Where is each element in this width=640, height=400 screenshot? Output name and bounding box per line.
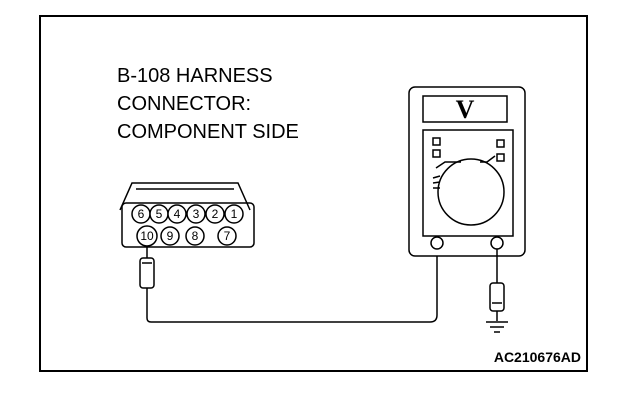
meter-tick-1 bbox=[432, 175, 441, 179]
connector-label: B-108 HARNESS CONNECTOR: COMPONENT SIDE bbox=[117, 62, 299, 146]
pin-9: 9 bbox=[160, 226, 180, 246]
pin-8-label: 8 bbox=[192, 229, 199, 243]
harness-connector bbox=[119, 182, 255, 248]
connector-label-line-3: COMPONENT SIDE bbox=[117, 121, 299, 143]
connector-face bbox=[121, 202, 255, 248]
pin-row-top: 6 5 4 3 2 1 bbox=[131, 204, 244, 224]
pin-3-label: 3 bbox=[193, 207, 200, 221]
pin-1-label: 1 bbox=[231, 207, 238, 221]
pin-10-label: 10 bbox=[140, 229, 154, 243]
multimeter bbox=[408, 86, 526, 257]
pin-7-label: 7 bbox=[224, 229, 231, 243]
pin-4-label: 4 bbox=[174, 207, 181, 221]
meter-dial bbox=[437, 158, 505, 226]
pin-2: 2 bbox=[205, 204, 225, 224]
ground-probe bbox=[489, 249, 505, 321]
probe-pin-10 bbox=[139, 246, 155, 289]
pin-5-label: 5 bbox=[156, 207, 163, 221]
pin-8: 8 bbox=[185, 226, 205, 246]
meter-button-right-2 bbox=[496, 153, 505, 162]
pin-9-label: 9 bbox=[167, 229, 174, 243]
meter-jack-volt bbox=[490, 236, 504, 250]
meter-jack-com bbox=[430, 236, 444, 250]
ground-icon bbox=[486, 321, 508, 333]
test-lead-wire bbox=[146, 248, 438, 323]
pin-6-label: 6 bbox=[138, 207, 145, 221]
connector-hood bbox=[119, 182, 251, 211]
meter-display-symbol: V bbox=[456, 95, 475, 124]
meter-panel bbox=[422, 129, 514, 237]
meter-button-left-1 bbox=[432, 137, 441, 146]
pin-7: 7 bbox=[217, 226, 237, 246]
pin-1: 1 bbox=[224, 204, 244, 224]
meter-button-right-1 bbox=[496, 139, 505, 148]
connector-label-line-1: B-108 HARNESS bbox=[117, 65, 273, 87]
diagram-frame bbox=[39, 15, 588, 372]
meter-display bbox=[422, 95, 508, 123]
pin-row-bottom: 10 9 8 7 bbox=[136, 225, 237, 247]
pin-5: 5 bbox=[149, 204, 169, 224]
pin-2-label: 2 bbox=[212, 207, 219, 221]
connector-label-line-2: CONNECTOR: bbox=[117, 93, 252, 115]
pin-6: 6 bbox=[131, 204, 151, 224]
meter-scale-right bbox=[480, 155, 496, 163]
meter-button-left-2 bbox=[432, 149, 441, 158]
pin-4: 4 bbox=[167, 204, 187, 224]
ground-probe-handle bbox=[489, 282, 505, 312]
pin-10: 10 bbox=[136, 225, 158, 247]
pin-3: 3 bbox=[186, 204, 206, 224]
figure-code: AC210676AD bbox=[493, 349, 581, 365]
